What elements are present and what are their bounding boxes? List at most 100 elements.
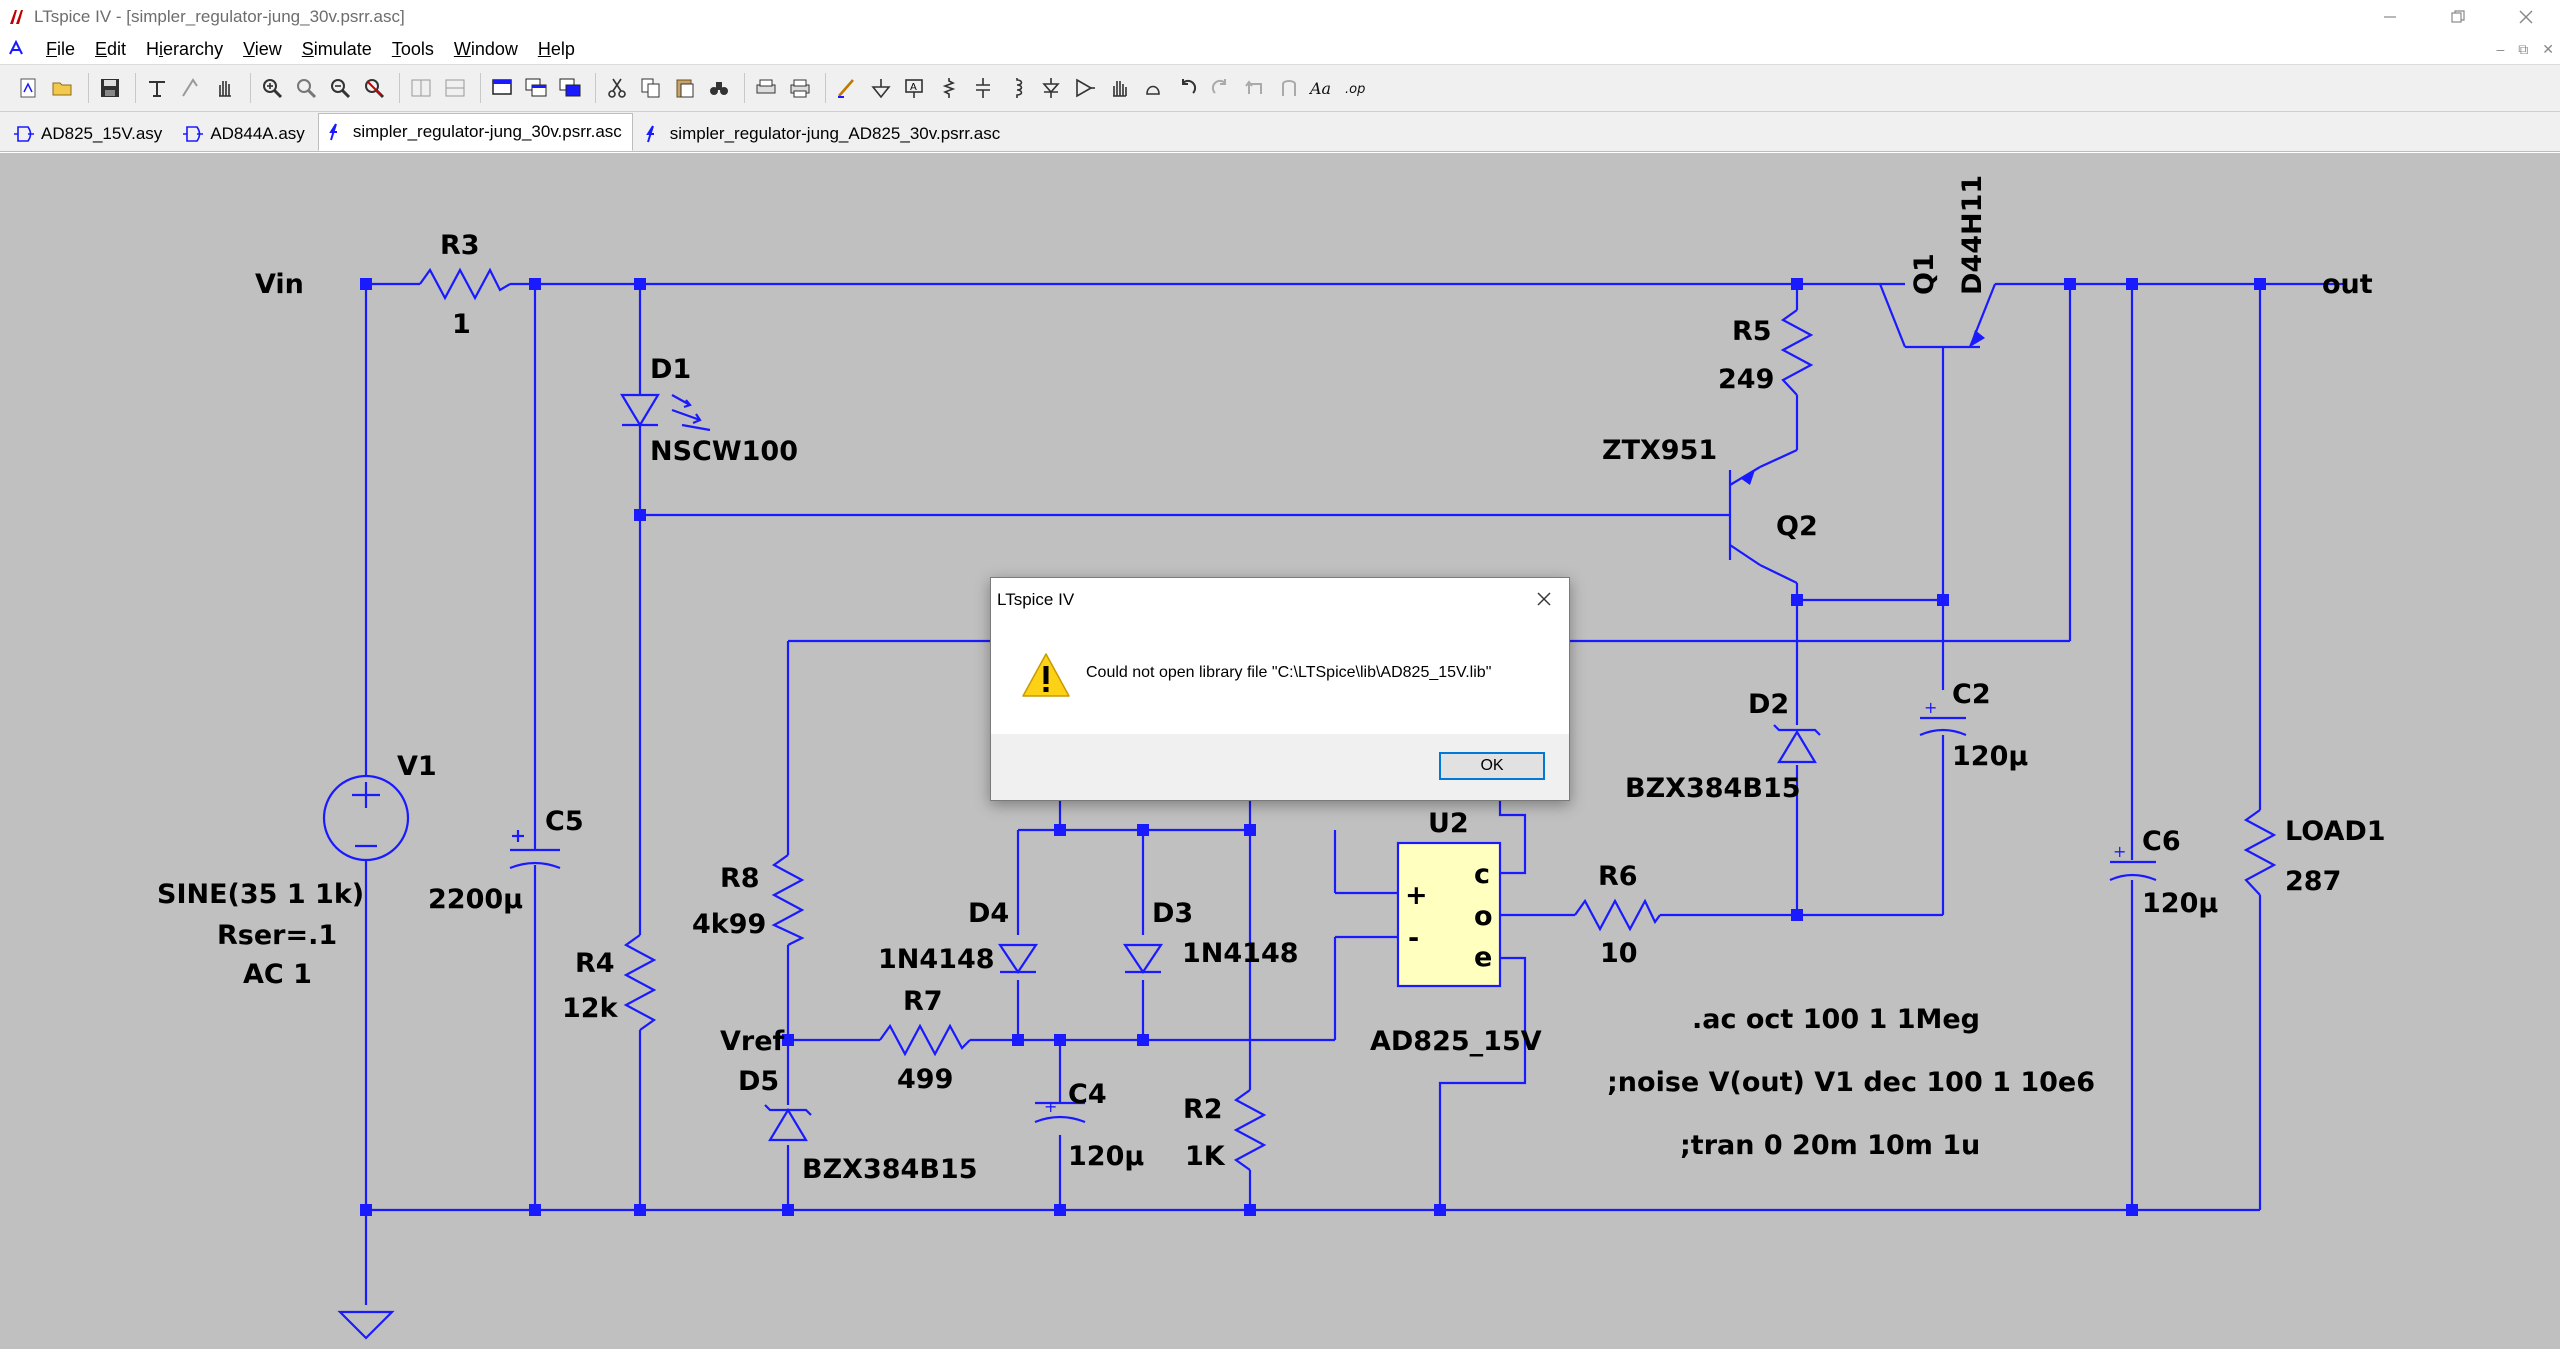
resistor-r2[interactable] (1233, 1089, 1267, 1171)
resistor-icon[interactable] (934, 73, 964, 103)
label-net-icon[interactable]: A (900, 73, 930, 103)
net-label-vin: Vin (255, 269, 304, 300)
capacitor-c4[interactable] (1034, 1101, 1086, 1124)
menu-tools[interactable]: Tools (391, 38, 434, 59)
voltage-source-v1[interactable] (322, 774, 410, 862)
pan-icon[interactable] (291, 73, 321, 103)
tab-3[interactable]: simpler_regulator-jung_AD825_30v.psrr.as… (635, 117, 1011, 151)
transistor-q1[interactable] (1905, 330, 1985, 349)
resistor-load1[interactable] (2243, 809, 2277, 896)
resistor-r8[interactable] (771, 854, 805, 946)
dialog-close-icon[interactable] (1531, 586, 1557, 612)
tab-0[interactable]: AD825_15V.asy (6, 117, 173, 151)
move-hand-icon[interactable] (1104, 73, 1134, 103)
zener-diode-d5[interactable] (764, 1104, 812, 1142)
capacitor-c5[interactable] (509, 830, 561, 870)
opamp-pin-c: c (1474, 859, 1490, 890)
junction-dot (1137, 1034, 1149, 1046)
resistor-r6[interactable] (1574, 898, 1661, 932)
save-icon[interactable] (95, 73, 125, 103)
spice-directive-icon[interactable]: .op (1342, 73, 1372, 103)
menu-edit[interactable]: Edit (95, 38, 127, 59)
redo-icon[interactable] (1206, 73, 1236, 103)
text-icon[interactable]: Aa (1308, 73, 1338, 103)
opamp-u2[interactable] (1396, 841, 1502, 988)
tile-vertical-icon[interactable] (406, 73, 436, 103)
menu-help[interactable]: Help (537, 38, 575, 59)
junction-dot (1054, 1034, 1066, 1046)
menu-window[interactable]: Window (453, 38, 518, 59)
print-icon[interactable] (785, 73, 815, 103)
find-binoculars-icon[interactable] (704, 73, 734, 103)
cut-scissors-icon[interactable] (602, 73, 632, 103)
close-button[interactable] (2492, 0, 2560, 34)
polarity-marks: + + + (1044, 698, 2126, 1116)
menu-simulate[interactable]: Simulate (301, 38, 372, 59)
zoom-out-icon[interactable] (325, 73, 355, 103)
label-d3: D3 (1152, 898, 1193, 929)
led-d1[interactable] (620, 393, 711, 432)
value-r6: 10 (1600, 938, 1638, 969)
restore-button[interactable] (2424, 0, 2492, 34)
menu-view[interactable]: View (243, 38, 282, 59)
ltspice-app-icon[interactable] (6, 6, 28, 28)
close-windows-icon[interactable] (521, 73, 551, 103)
mdi-close-button[interactable]: ✕ (2542, 40, 2554, 57)
value-d2: BZX384B15 (1625, 773, 1801, 804)
dialog-message: Could not open library file "C:\LTSpice\… (1086, 664, 1492, 681)
inductor-icon[interactable] (1002, 73, 1032, 103)
value-c5: 2200µ (428, 884, 523, 915)
draw-wire-icon[interactable] (832, 73, 862, 103)
menu-file[interactable]: File (46, 38, 76, 59)
label-r3: R3 (440, 230, 480, 261)
junction-dot (529, 1204, 541, 1216)
rotate-icon[interactable] (1240, 73, 1270, 103)
tile-horizontal-icon[interactable] (440, 73, 470, 103)
copy-icon[interactable] (636, 73, 666, 103)
opamp-pin-o: o (1474, 901, 1493, 932)
component-icon[interactable] (1070, 73, 1100, 103)
diode-d3[interactable] (1122, 943, 1164, 974)
zener-diode-d2[interactable] (1773, 724, 1821, 764)
capacitor-c2[interactable] (1919, 716, 1967, 737)
resistor-r7[interactable] (879, 1023, 971, 1057)
paste-icon[interactable] (670, 73, 700, 103)
cascade-windows-icon[interactable] (487, 73, 517, 103)
tab-2[interactable]: simpler_regulator-jung_30v.psrr.asc (317, 113, 633, 151)
diode-icon[interactable] (1036, 73, 1066, 103)
mirror-icon[interactable] (1274, 73, 1304, 103)
capacitor-icon[interactable] (968, 73, 998, 103)
value-load1: 287 (2285, 866, 2341, 897)
schematic-doc-icon[interactable] (6, 38, 28, 60)
drag-hand-icon[interactable] (1138, 73, 1168, 103)
svg-text:+: + (2113, 842, 2126, 861)
resistor-r5[interactable] (1780, 309, 1814, 396)
arrange-windows-icon[interactable] (555, 73, 585, 103)
net-label-vref: Vref (720, 1026, 785, 1057)
zoom-in-icon[interactable] (257, 73, 287, 103)
tab-1[interactable]: AD844A.asy (175, 117, 316, 151)
mdi-restore-button[interactable]: ⧉ (2518, 40, 2529, 57)
resistor-r3[interactable] (419, 267, 511, 301)
open-folder-icon[interactable] (48, 73, 78, 103)
label-r8: R8 (720, 863, 760, 894)
label-d5: D5 (738, 1066, 779, 1097)
run-icon[interactable] (176, 73, 206, 103)
zoom-fit-icon[interactable] (359, 73, 389, 103)
opamp-symbol-icon (13, 124, 35, 144)
capacitor-c6[interactable] (2109, 860, 2157, 882)
undo-icon[interactable] (1172, 73, 1202, 103)
transistor-q2[interactable] (1728, 466, 1761, 566)
mdi-minimize-button[interactable]: – (2496, 41, 2505, 57)
print-setup-icon[interactable] (751, 73, 781, 103)
ok-button[interactable]: OK (1439, 752, 1545, 780)
ground-icon[interactable] (866, 73, 896, 103)
minimize-button[interactable] (2356, 0, 2424, 34)
resistor-r4[interactable] (623, 934, 657, 1031)
control-panel-icon[interactable] (142, 73, 172, 103)
diode-d4[interactable] (997, 943, 1039, 974)
new-schematic-icon[interactable] (14, 73, 44, 103)
halt-hand-icon[interactable] (210, 73, 240, 103)
menu-hierarchy[interactable]: Hierarchy (146, 38, 224, 59)
